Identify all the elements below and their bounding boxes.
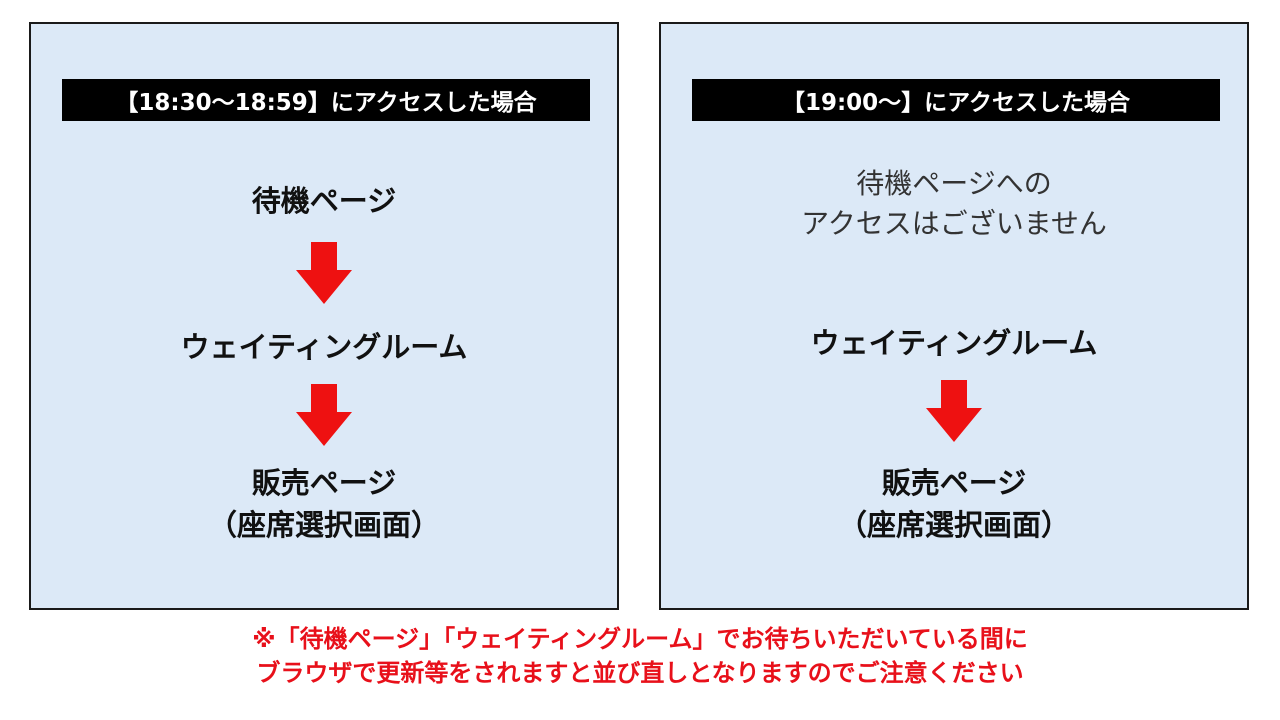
right-note-line-2: アクセスはございません [801, 207, 1107, 240]
right-panel-header: 【19:00～】にアクセスした場合 [692, 79, 1220, 121]
down-arrow-icon [296, 242, 352, 304]
footnote-line-1: ※「待機ページ」「ウェイティングルーム」でお待ちいただいている間に [252, 625, 1028, 653]
right-step-sales-page: 販売ページ [881, 466, 1027, 500]
right-panel: 【19:00～】にアクセスした場合 待機ページへの アクセスはございません ウェ… [659, 22, 1249, 610]
footnote-warning: ※「待機ページ」「ウェイティングルーム」でお待ちいただいている間に ブラウザで更… [0, 622, 1280, 690]
right-step-seat-selection: （座席選択画面） [837, 508, 1070, 542]
left-panel-header: 【18:30～18:59】にアクセスした場合 [62, 79, 590, 121]
left-panel: 【18:30～18:59】にアクセスした場合 待機ページ ウェイティングルーム … [29, 22, 619, 610]
right-note-line-1: 待機ページへの [856, 167, 1052, 200]
down-arrow-icon [296, 384, 352, 446]
down-arrow-icon [926, 380, 982, 442]
left-step-waiting-room: ウェイティングルーム [180, 330, 468, 364]
left-step-seat-selection: （座席選択画面） [207, 508, 440, 542]
footnote-line-2: ブラウザで更新等をされますと並び直しとなりますのでご注意ください [256, 659, 1024, 687]
left-step-sales-page: 販売ページ [251, 466, 397, 500]
left-step-waiting-page: 待機ページ [251, 184, 397, 218]
right-step-waiting-room: ウェイティングルーム [810, 326, 1098, 360]
